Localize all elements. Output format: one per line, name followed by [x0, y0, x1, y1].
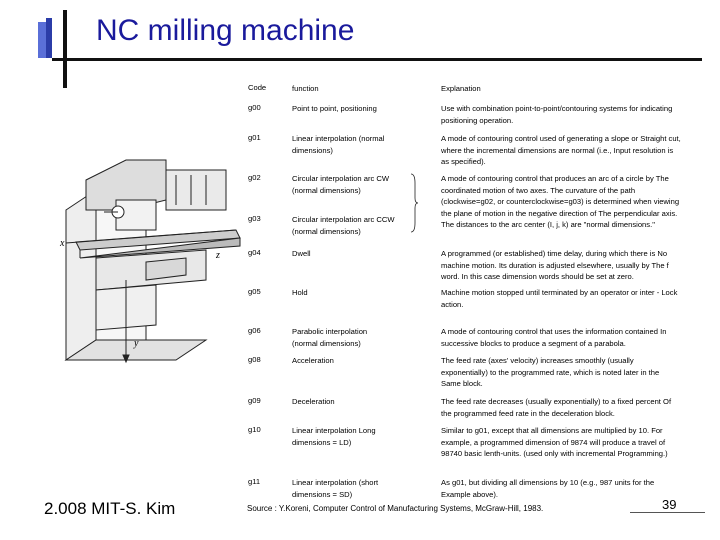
page-number: 39	[662, 497, 677, 512]
row-function: Deceleration	[292, 397, 335, 406]
header-explanation: Explanation	[441, 84, 481, 93]
title-accent-block	[38, 22, 48, 58]
z-axis-label: z	[215, 250, 220, 261]
row-explanation: The feed rate decreases (usually exponen…	[441, 397, 672, 418]
row-code: g03	[248, 214, 261, 223]
row-explanation: A mode of contouring control that produc…	[441, 174, 680, 229]
header-function: function	[292, 84, 319, 93]
row-function: Circular interpolation arc CCW (normal d…	[292, 215, 395, 236]
row-function: Linear interpolation (short dimensions =…	[292, 478, 379, 499]
row-explanation: A mode of contouring control used of gen…	[441, 134, 681, 166]
row-code: g11	[248, 477, 261, 486]
row-code: g02	[248, 173, 261, 182]
row-explanation: A mode of contouring control that uses t…	[441, 327, 667, 348]
row-explanation: The feed rate (axes' velocity) increases…	[441, 356, 660, 388]
x-axis-label: x	[59, 238, 65, 249]
row-function: Acceleration	[292, 356, 334, 365]
row-function: Circular interpolation arc CW (normal di…	[292, 174, 390, 195]
code-grouping-brace	[410, 173, 418, 233]
row-explanation: Machine motion stopped until terminated …	[441, 288, 678, 309]
row-function: Linear interpolation (normal dimensions)	[292, 134, 385, 155]
row-code: g01	[248, 133, 261, 142]
row-explanation: Similar to g01, except that all dimensio…	[441, 426, 668, 458]
title-accent-block-dark	[46, 18, 52, 58]
y-axis-label: y	[133, 338, 139, 349]
footer-source: Source : Y.Koreni, Computer Control of M…	[247, 504, 544, 513]
slide-title: NC milling machine	[96, 14, 355, 47]
row-function: Linear interpolation Long dimensions = L…	[292, 426, 376, 447]
row-explanation: A programmed (or established) time delay…	[441, 249, 669, 281]
row-code: g05	[248, 287, 261, 296]
row-code: g06	[248, 326, 261, 335]
footer-course: 2.008 MIT-S. Kim	[44, 499, 176, 518]
row-function: Parabolic interpolation (normal dimensio…	[292, 327, 368, 348]
row-function: Dwell	[292, 249, 311, 258]
row-code: g00	[248, 103, 261, 112]
row-code: g09	[248, 396, 261, 405]
row-code: g08	[248, 355, 261, 364]
row-code: g04	[248, 248, 261, 257]
title-horizontal-rule	[52, 58, 702, 61]
milling-machine-diagram: x y z	[59, 159, 241, 364]
header-code: Code	[248, 83, 267, 92]
row-explanation: Use with combination point-to-point/cont…	[441, 104, 673, 125]
row-explanation: As g01, but dividing all dimensions by 1…	[441, 478, 655, 499]
row-function: Hold	[292, 288, 308, 297]
row-code: g10	[248, 425, 261, 434]
title-vertical-rule	[63, 10, 67, 88]
page-number-rule	[630, 512, 705, 513]
row-function: Point to point, positioning	[292, 104, 377, 113]
